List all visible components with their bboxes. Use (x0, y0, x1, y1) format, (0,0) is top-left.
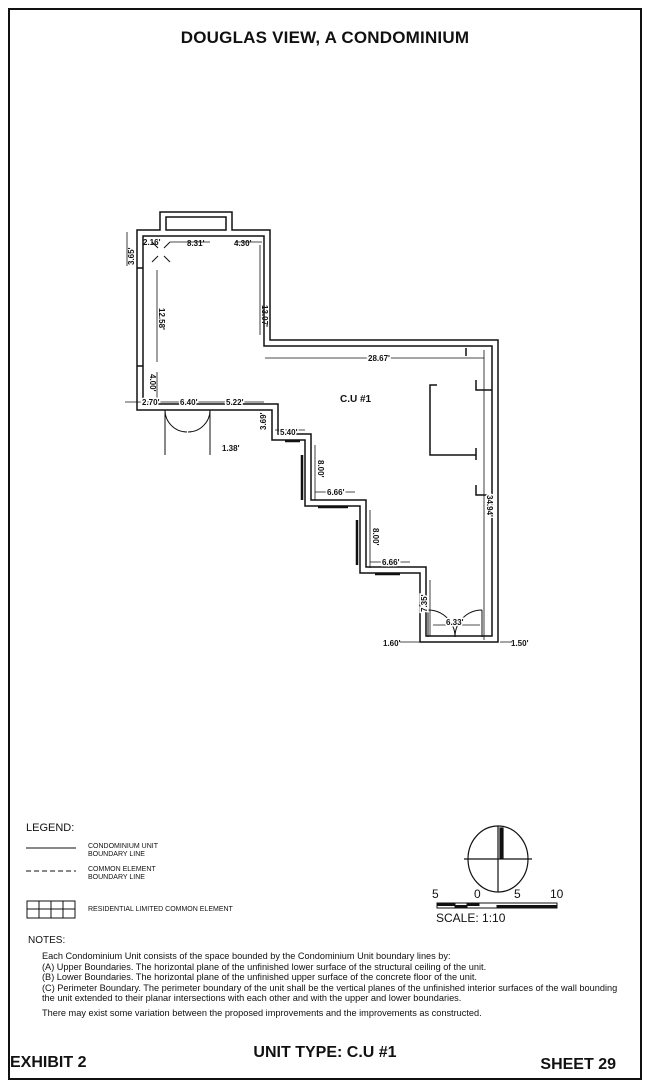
dim-5-22: 5.22' (226, 398, 244, 407)
dim-6-40: 6.40' (180, 398, 198, 407)
grid-box-icon (26, 900, 76, 919)
dim-1-50: 1.50' (511, 639, 529, 648)
scale-tick: 10 (550, 887, 564, 901)
dim-28-67: 28.67' (368, 354, 390, 363)
scale-bar (436, 902, 558, 909)
window-bay (165, 216, 227, 231)
dim-8-31: 8.31' (187, 239, 205, 248)
dim-1-38: 1.38' (222, 444, 240, 453)
legend-item-common-element: COMMON ELEMENT BOUNDARY LINE (26, 866, 168, 882)
dim-3-65: 3.65' (127, 247, 136, 265)
solid-line-icon (26, 847, 76, 849)
notes-body: Each Condominium Unit consists of the sp… (42, 951, 622, 1019)
note-line: (B) Lower Boundaries. The horizontal pla… (42, 972, 477, 983)
dim-12-58: 12.58' (157, 308, 166, 330)
unit-type-label: UNIT TYPE: C.U #1 (253, 1044, 397, 1061)
dim-4-30: 4.30' (234, 239, 252, 248)
dim-6-33: 6.33' (446, 618, 464, 627)
step-windows (285, 439, 400, 576)
note-line: Each Condominium Unit consists of the sp… (42, 951, 451, 961)
page-title: DOUGLAS VIEW, A CONDOMINIUM (180, 28, 470, 47)
scale-tick: 5 (514, 887, 521, 901)
notes-title: NOTES: (28, 935, 66, 946)
exhibit-label: EXHIBIT 2 (10, 1054, 87, 1071)
unit-label: C.U #1 (340, 394, 372, 405)
dim-34-94: 34.94' (485, 495, 494, 517)
dim-1-60: 1.60' (383, 639, 401, 648)
dim-8-00-b: 8.00' (371, 528, 380, 546)
door-left (164, 409, 211, 455)
scale-tick: 5 (432, 887, 439, 901)
door-right (427, 609, 483, 638)
legend-item-unit-boundary: CONDOMINIUM UNIT BOUNDARY LINE (26, 843, 178, 859)
scale-tick: 0 (474, 887, 481, 901)
legend-title: LEGEND: (26, 822, 75, 834)
legend-item-limited-common: RESIDENTIAL LIMITED COMMON ELEMENT (26, 900, 233, 920)
dim-6-66-a: 6.66' (327, 488, 345, 497)
north-arrow-icon (464, 825, 532, 893)
dim-13-07: 13.07' (260, 305, 269, 327)
dim-5-40: 5.40' (280, 428, 298, 437)
unit-outer-wall (136, 211, 499, 643)
dim-2-16: 2.16' (143, 238, 161, 247)
note-disclaimer: There may exist some variation between t… (42, 1007, 482, 1018)
drawing-border (8, 8, 642, 1080)
sheet-label: SHEET 29 (540, 1056, 616, 1073)
dim-6-66-b: 6.66' (382, 558, 400, 567)
legend-label: CONDOMINIUM UNIT BOUNDARY LINE (88, 843, 158, 858)
legend-label: RESIDENTIAL LIMITED COMMON ELEMENT (88, 906, 233, 913)
wall-jog (137, 267, 143, 367)
note-line: (A) Upper Boundaries. The horizontal pla… (42, 961, 487, 972)
kitchen-counter (429, 348, 492, 496)
legend-label: COMMON ELEMENT BOUNDARY LINE (88, 866, 156, 881)
dim-8-00-a: 8.00' (316, 460, 325, 478)
dashed-line-icon (26, 870, 76, 872)
note-line: (C) Perimeter Boundary. The perimeter bo… (42, 982, 618, 1004)
scale-label: SCALE: 1:10 (436, 911, 506, 925)
unit-inner-wall (142, 235, 493, 637)
closet-arrows (151, 241, 171, 263)
dim-4-00: 4.00' (148, 374, 157, 392)
dim-2-70: 2.70' (142, 398, 160, 407)
dim-3-69: 3.69' (259, 412, 268, 430)
dim-7-35: 7.35' (420, 594, 429, 612)
